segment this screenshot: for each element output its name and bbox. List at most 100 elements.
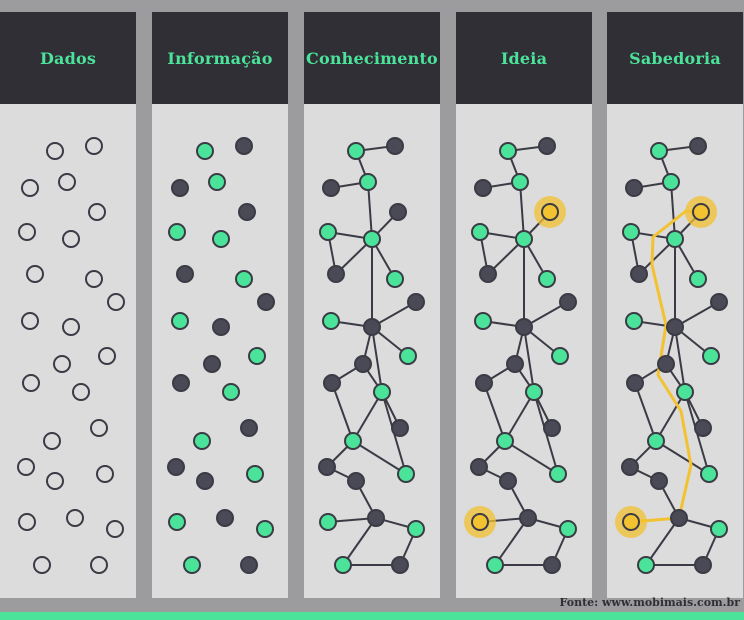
green-node: [363, 230, 381, 248]
green-node: [319, 223, 337, 241]
green-node: [246, 465, 264, 483]
dark-node: [238, 203, 256, 221]
dark-node: [386, 137, 404, 155]
dark-node: [538, 137, 556, 155]
idea-node: [541, 203, 559, 221]
empty-node: [21, 312, 39, 330]
dark-node: [240, 419, 258, 437]
green-node: [407, 520, 425, 538]
edge: [504, 440, 559, 475]
empty-node: [72, 383, 90, 401]
dark-node: [506, 355, 524, 373]
green-node: [499, 142, 517, 160]
green-node: [474, 312, 492, 330]
green-node: [496, 432, 514, 450]
idea-node: [471, 513, 489, 531]
empty-node: [26, 265, 44, 283]
dark-node: [212, 318, 230, 336]
green-node: [171, 312, 189, 330]
green-node: [551, 347, 569, 365]
wisdom-path: [630, 209, 707, 524]
panel-conhecimento: Conhecimento: [304, 12, 440, 598]
green-node: [373, 383, 391, 401]
green-node: [515, 230, 533, 248]
edge: [645, 517, 680, 566]
edge: [655, 440, 710, 475]
green-node: [248, 347, 266, 365]
dark-node: [167, 458, 185, 476]
empty-node: [88, 203, 106, 221]
panel-title: Informação: [167, 48, 273, 68]
empty-node: [90, 419, 108, 437]
dark-node: [650, 472, 668, 490]
dark-node: [407, 293, 425, 311]
panel-header: Informação: [152, 12, 288, 104]
empty-node: [106, 520, 124, 538]
dark-node: [257, 293, 275, 311]
green-node: [359, 173, 377, 191]
empty-node: [43, 432, 61, 450]
dark-node: [391, 419, 409, 437]
dados-diagram: [17, 137, 125, 574]
empty-node: [62, 230, 80, 248]
dark-node: [196, 472, 214, 490]
dark-node: [323, 374, 341, 392]
green-node: [702, 347, 720, 365]
empty-node: [46, 142, 64, 160]
dark-node: [327, 265, 345, 283]
green-node: [222, 383, 240, 401]
dark-node: [235, 137, 253, 155]
green-node: [625, 312, 643, 330]
idea-node: [622, 513, 640, 531]
green-node: [710, 520, 728, 538]
edge: [504, 391, 535, 442]
dark-node: [322, 179, 340, 197]
green-node: [399, 347, 417, 365]
green-node: [486, 556, 504, 574]
green-node: [347, 142, 365, 160]
dark-node: [470, 458, 488, 476]
green-node: [666, 230, 684, 248]
edge: [367, 181, 373, 240]
green-node: [397, 465, 415, 483]
dark-node: [630, 265, 648, 283]
green-node: [196, 142, 214, 160]
dark-node: [515, 318, 533, 336]
empty-node: [96, 465, 114, 483]
dark-node: [694, 419, 712, 437]
bottom-accent-bar: [0, 612, 744, 620]
panel-title: Ideia: [500, 48, 548, 68]
green-node: [256, 520, 274, 538]
green-node: [650, 142, 668, 160]
edge: [670, 181, 676, 240]
ideia-diagram: [464, 137, 577, 574]
green-node: [662, 173, 680, 191]
dark-node: [474, 179, 492, 197]
idea-node: [692, 203, 710, 221]
dark-node: [171, 179, 189, 197]
dark-node: [499, 472, 517, 490]
green-node: [344, 432, 362, 450]
edge: [634, 382, 657, 442]
panel-sabedoria: Sabedoria: [607, 12, 743, 598]
green-node: [212, 230, 230, 248]
green-node: [676, 383, 694, 401]
dark-node: [710, 293, 728, 311]
edge: [519, 181, 525, 240]
dark-node: [203, 355, 221, 373]
empty-node: [18, 513, 36, 531]
informacao-diagram: [167, 137, 275, 574]
panel-header: Ideia: [456, 12, 592, 104]
dark-node: [354, 355, 372, 373]
dark-node: [389, 203, 407, 221]
empty-node: [66, 509, 84, 527]
panel-dados: Dados: [0, 12, 136, 598]
dark-node: [559, 293, 577, 311]
green-node: [168, 223, 186, 241]
panel-header: Sabedoria: [607, 12, 743, 104]
edge: [483, 382, 506, 442]
empty-node: [85, 137, 103, 155]
panel-header: Conhecimento: [304, 12, 440, 104]
dark-node: [625, 179, 643, 197]
empty-node: [18, 223, 36, 241]
